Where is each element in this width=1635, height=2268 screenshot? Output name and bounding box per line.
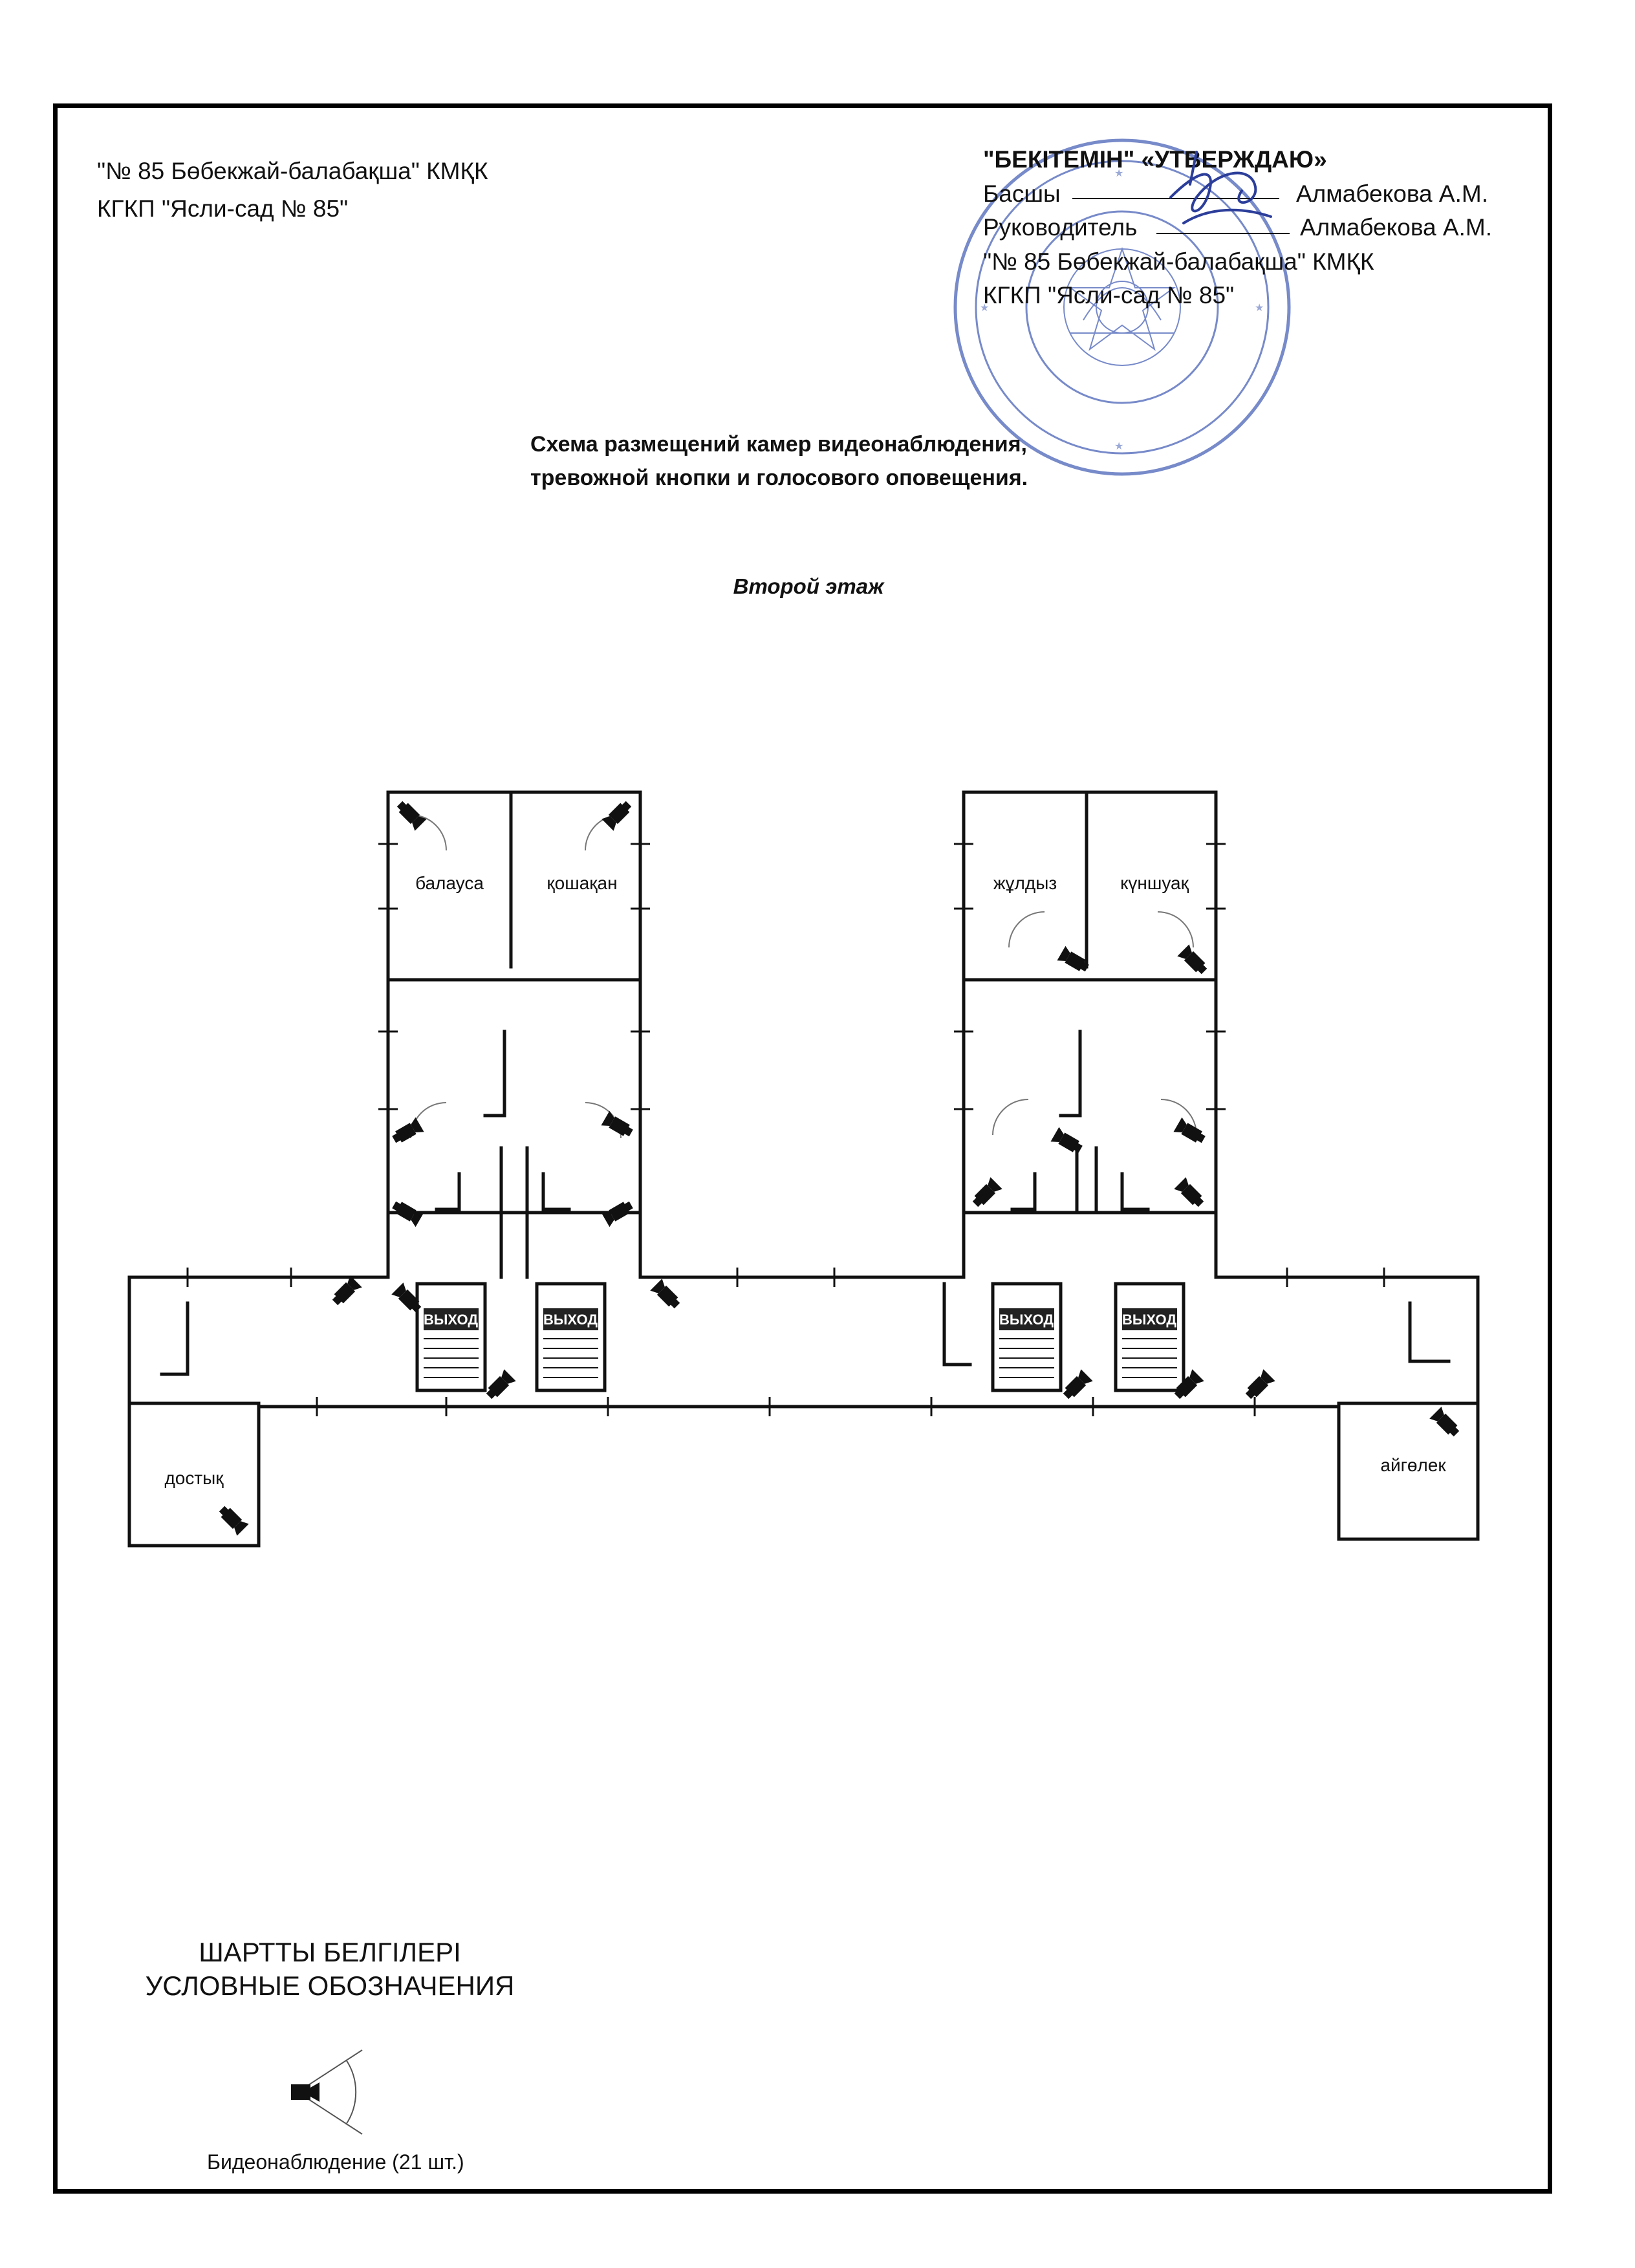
legend-heading-kz: ШАРТТЫ БЕЛГІЛЕРІ	[199, 1937, 461, 1967]
svg-text:★: ★	[1114, 167, 1123, 179]
approval-title: "БЕКІТЕМІН" «УТВЕРЖДАЮ»	[983, 146, 1327, 173]
document-title-line-1: Схема размещений камер видеонаблюдения,	[530, 432, 1027, 457]
handwritten-signature	[1169, 151, 1272, 224]
floor-plan: ВЫХОД ВЫХОД ВЫХОД ВЫХОД балауса қошақан …	[127, 790, 1480, 1548]
cctv-camera-icon	[482, 1369, 516, 1403]
organization-seal-stamp: ★ ★ ★ ★	[953, 138, 1291, 476]
room-label-dostyk: достық	[164, 1468, 224, 1488]
legend-camera-symbol	[291, 2049, 363, 2135]
cctv-camera-icon	[215, 1502, 249, 1536]
svg-text:★: ★	[1114, 440, 1123, 452]
legend-camera-caption: Бидеонаблюдение (21 шт.)	[207, 2150, 464, 2174]
cctv-camera-icon	[1171, 1369, 1204, 1403]
exit-sign	[424, 1308, 479, 1330]
exit-label: ВЫХОД	[424, 1312, 478, 1328]
approval-role-ru: Руководитель	[983, 214, 1138, 241]
cctv-camera-icon	[601, 797, 635, 831]
document-title-line-2: тревожной кнопки и голосового оповещения…	[530, 466, 1028, 490]
cctv-camera-icon	[389, 1117, 424, 1147]
org-name-kz: "№ 85 Бөбекжай-балабақша" КМҚК	[97, 158, 488, 184]
exit-label: ВЫХОД	[543, 1312, 598, 1328]
floor-label: Второй этаж	[733, 574, 884, 598]
legend-heading-ru: УСЛОВНЫЕ ОБОЗНАЧЕНИЯ	[145, 1971, 515, 2001]
approval-role-kz: Басшы	[983, 180, 1061, 207]
room-label-balausa: балауса	[415, 873, 484, 893]
cctv-camera-icon	[1174, 1177, 1207, 1211]
exit-label: ВЫХОД	[1122, 1312, 1176, 1328]
cctv-camera-icon	[393, 797, 427, 831]
cctv-camera-icon	[291, 2084, 310, 2100]
room-label-zhuldyz: жұлдыз	[993, 873, 1057, 893]
exit-sign	[999, 1308, 1054, 1330]
cctv-camera-icon	[601, 1110, 636, 1141]
cctv-camera-icon	[1050, 1127, 1085, 1157]
cctv-camera-icon	[1242, 1369, 1275, 1403]
signature-line-1	[1072, 198, 1279, 199]
cctv-camera-icon	[650, 1279, 684, 1312]
svg-text:★: ★	[1255, 301, 1264, 314]
exit-sign	[543, 1308, 598, 1330]
approval-org-kz: "№ 85 Бөбекжай-балабақша" КМҚК	[983, 248, 1374, 275]
room-label-aigolek: айгөлек	[1380, 1455, 1446, 1475]
camera-markers	[215, 797, 1463, 1536]
signature-line-2	[1156, 233, 1290, 234]
cctv-camera-icon	[1059, 1369, 1093, 1403]
approval-name-1: Алмабекова А.М.	[1296, 180, 1488, 207]
room-label-koshakan: қошақан	[547, 873, 617, 893]
org-name-ru: КГКП "Ясли-сад № 85"	[97, 195, 349, 222]
cctv-camera-icon	[1173, 1117, 1208, 1147]
room-label-kunshuak: күншуақ	[1120, 873, 1189, 893]
exit-label: ВЫХОД	[999, 1312, 1054, 1328]
cctv-camera-icon	[391, 1282, 425, 1316]
cctv-camera-icon	[329, 1275, 362, 1309]
approval-name-2: Алмабекова А.М.	[1300, 214, 1492, 241]
exit-sign	[1122, 1308, 1177, 1330]
cctv-camera-icon	[1177, 944, 1211, 978]
cctv-camera-icon	[1429, 1407, 1463, 1440]
svg-text:★: ★	[980, 301, 989, 314]
approval-org-ru: КГКП "Ясли-сад № 85"	[983, 282, 1235, 308]
document-frame	[53, 103, 1552, 2194]
cctv-camera-icon	[969, 1177, 1002, 1211]
